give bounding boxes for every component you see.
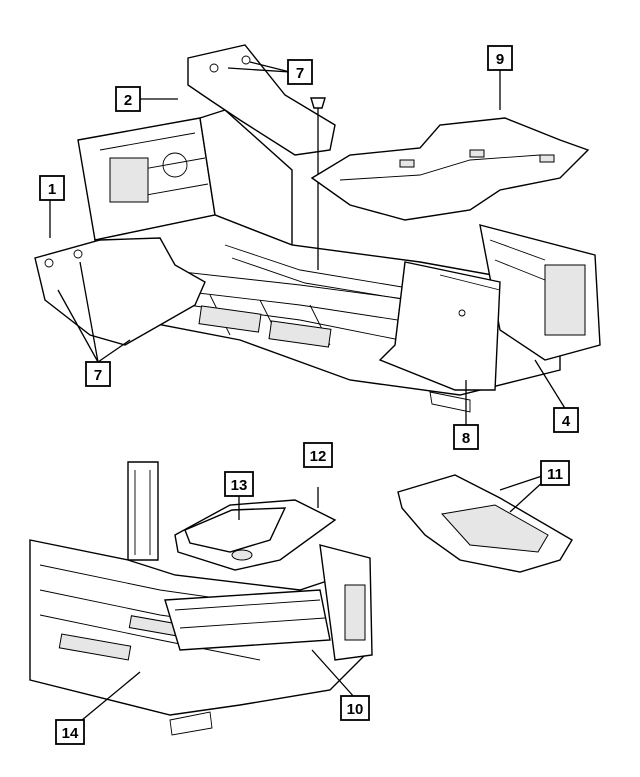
svg-text:11: 11 (547, 466, 563, 483)
part-9-rear-carpet (310, 117, 590, 221)
part-1-front-insulator (34, 237, 206, 346)
svg-text:4: 4 (562, 413, 571, 430)
callout-4: 4 (553, 407, 579, 433)
callout-12: 12 (303, 442, 333, 468)
svg-text:12: 12 (310, 448, 327, 465)
svg-text:2: 2 (124, 92, 132, 109)
lower-floor-assembly (29, 461, 373, 736)
callout-13: 13 (224, 471, 254, 497)
callout-7-top: 7 (287, 59, 313, 85)
svg-text:7: 7 (296, 65, 304, 82)
callout-7-bottom: 7 (85, 361, 111, 387)
callout-2: 2 (115, 86, 141, 112)
svg-text:1: 1 (48, 181, 56, 198)
callout-1: 1 (39, 175, 65, 201)
callout-11: 11 (540, 460, 570, 486)
callout-14: 14 (55, 719, 85, 745)
svg-text:9: 9 (496, 51, 504, 68)
callout-9: 9 (487, 45, 513, 71)
svg-text:7: 7 (94, 367, 102, 384)
svg-text:8: 8 (462, 430, 470, 447)
svg-text:14: 14 (62, 725, 79, 742)
svg-text:10: 10 (347, 701, 364, 718)
svg-text:13: 13 (231, 477, 248, 494)
callout-10: 10 (340, 695, 370, 721)
fastener-post (310, 97, 326, 270)
callout-8: 8 (453, 424, 479, 450)
part-11-floor-mat (397, 474, 573, 573)
part-13-cover (184, 507, 287, 553)
